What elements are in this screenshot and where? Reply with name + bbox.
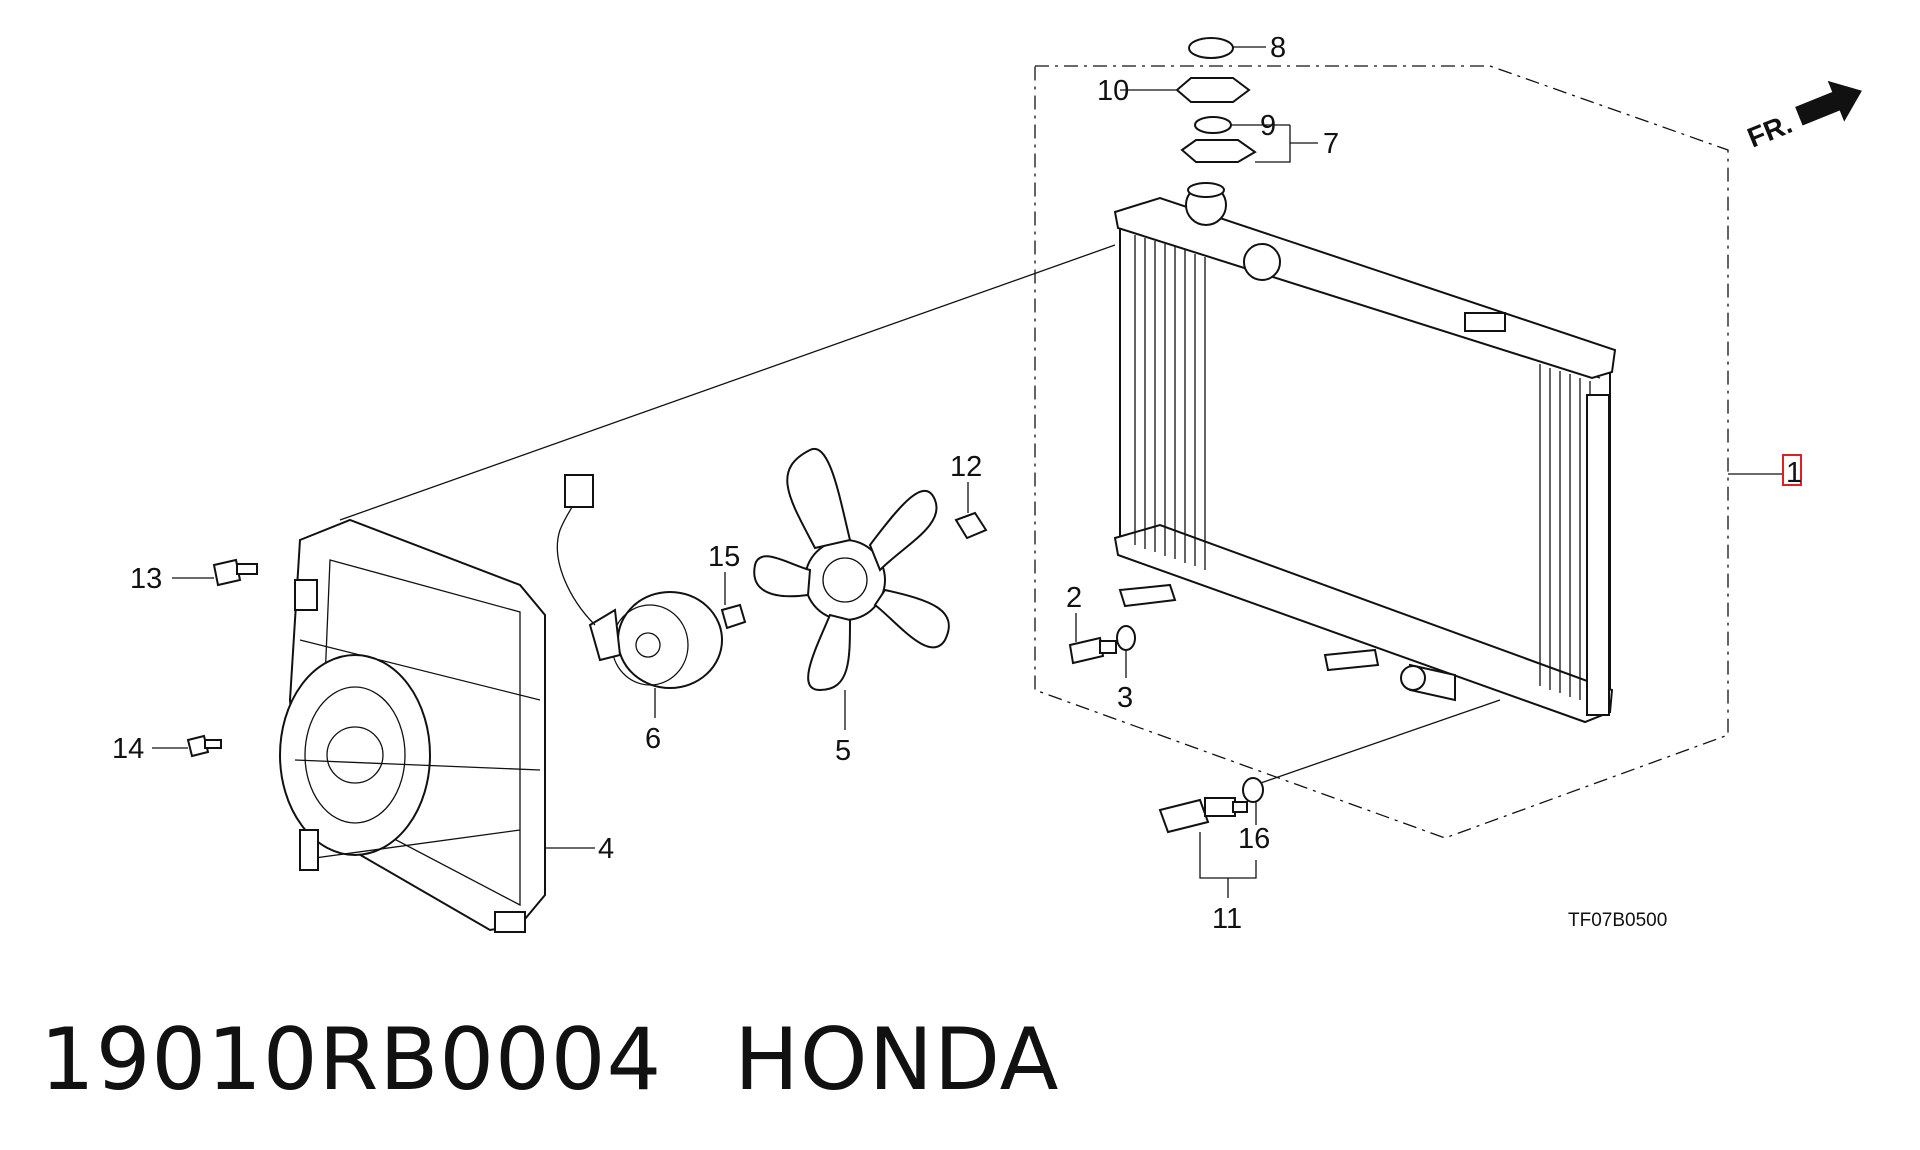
drain-plug-2 bbox=[1068, 636, 1105, 665]
callout-7: 7 bbox=[1323, 128, 1339, 160]
o-ring-3 bbox=[1116, 625, 1136, 651]
bolt-14 bbox=[186, 734, 210, 758]
fan-shroud-4 bbox=[279, 518, 546, 933]
callout-3: 3 bbox=[1117, 682, 1133, 714]
callout-16: 16 bbox=[1238, 823, 1270, 855]
drawing-code: TF07B0500 bbox=[1568, 910, 1667, 931]
radiator-cap-7 bbox=[1180, 139, 1257, 163]
front-arrow-icon bbox=[1795, 80, 1862, 126]
callout-6: 6 bbox=[645, 723, 661, 755]
fan-motor-6 bbox=[556, 474, 723, 718]
callout-9: 9 bbox=[1260, 110, 1276, 142]
part-number: 19010RB0004 bbox=[40, 1010, 663, 1110]
callout-13: 13 bbox=[130, 563, 162, 595]
o-ring-8 bbox=[1188, 37, 1234, 59]
callout-5: 5 bbox=[835, 735, 851, 767]
callout-8: 8 bbox=[1270, 32, 1286, 64]
cap-seal-10 bbox=[1175, 77, 1251, 103]
bolt-13 bbox=[212, 558, 242, 587]
callout-10: 10 bbox=[1097, 75, 1129, 107]
temp-sensor-11 bbox=[1158, 798, 1210, 834]
brand-name: HONDA bbox=[734, 1010, 1060, 1110]
callout-11: 11 bbox=[1212, 903, 1242, 935]
fan-5 bbox=[753, 447, 950, 730]
callout-15: 15 bbox=[708, 541, 740, 573]
callout-12: 12 bbox=[950, 451, 982, 483]
front-direction-indicator: FR. bbox=[1743, 80, 1862, 154]
leader-sensor-to-radiator bbox=[1254, 699, 1501, 786]
o-ring-9 bbox=[1194, 116, 1232, 134]
callout-14: 14 bbox=[112, 733, 144, 765]
part-caption: 19010RB0004 HONDA bbox=[40, 1010, 1059, 1110]
assembly-frame bbox=[1034, 65, 1729, 839]
front-direction-label: FR. bbox=[1743, 108, 1796, 154]
callout-1-highlight bbox=[1782, 454, 1802, 486]
leader-shroud-to-radiator bbox=[339, 244, 1116, 521]
washer-16 bbox=[1242, 777, 1264, 803]
callout-2: 2 bbox=[1066, 582, 1082, 614]
nut-12 bbox=[954, 511, 988, 540]
callout-4: 4 bbox=[598, 833, 614, 865]
svg-text:1: 1 bbox=[1786, 457, 1802, 489]
nut-15 bbox=[720, 603, 747, 630]
callout-1: 1 bbox=[1782, 454, 1802, 489]
radiator bbox=[1113, 182, 1617, 724]
